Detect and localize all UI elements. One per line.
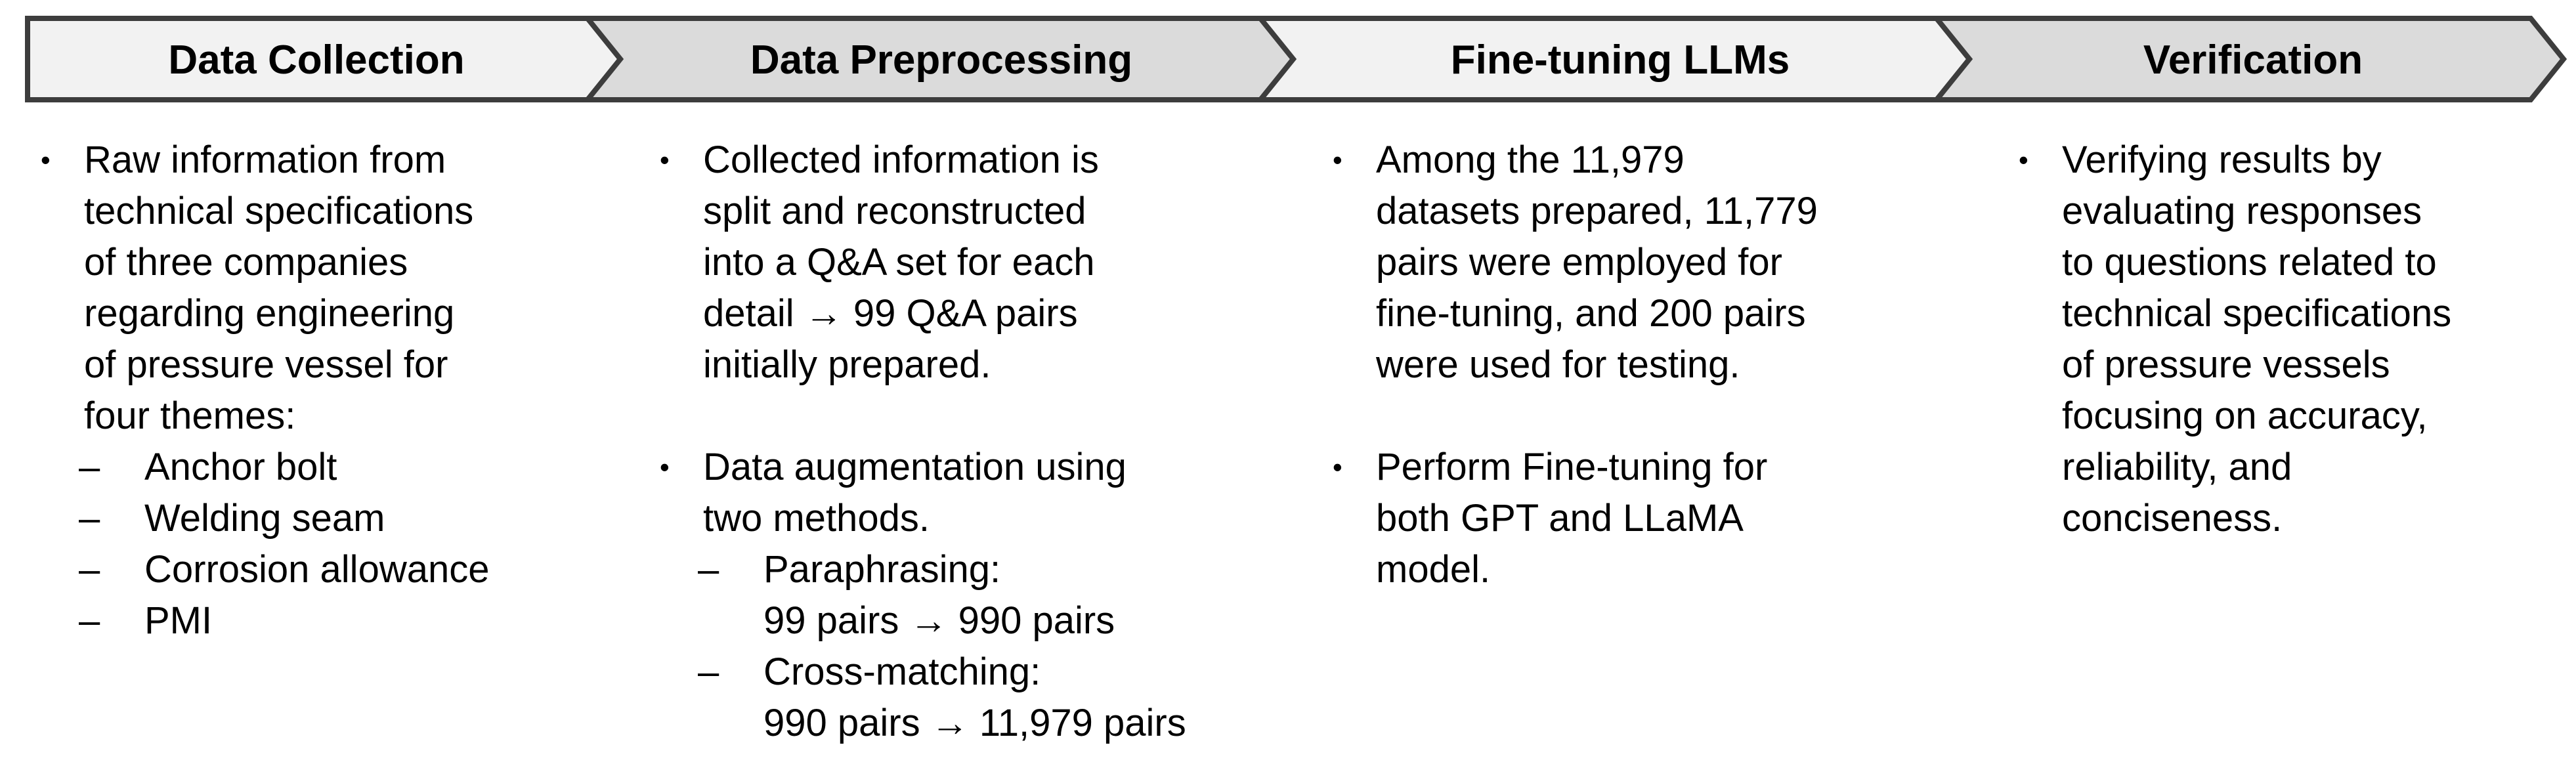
item-text: Cross-matching: 990 pairs → 11,979 pairs bbox=[763, 647, 1293, 749]
item-text: Anchor bolt bbox=[144, 442, 635, 493]
item-line: Welding seam bbox=[144, 497, 385, 540]
item-line: Data augmentation using bbox=[703, 446, 1127, 488]
item-line: two methods. bbox=[703, 497, 930, 540]
list-item: – Welding seam bbox=[41, 493, 635, 544]
item-line: into a Q&A set for each bbox=[703, 241, 1095, 284]
item-line: detail → 99 Q&A pairs bbox=[703, 292, 1078, 335]
list-item: – Cross-matching: 990 pairs → 11,979 pai… bbox=[660, 647, 1293, 749]
item-text: Welding seam bbox=[144, 493, 635, 544]
item-text: Verifying results by evaluating response… bbox=[2062, 135, 2576, 544]
item-line: four themes: bbox=[84, 394, 296, 437]
item-line: datasets prepared, 11,779 bbox=[1376, 190, 1818, 232]
stage-column-fine-tuning-llms: • Among the 11,979 datasets prepared, 11… bbox=[1333, 135, 1956, 595]
stage-title-fine-tuning-llms: Fine-tuning LLMs bbox=[1451, 37, 1790, 83]
bullet-marker: • bbox=[41, 144, 51, 175]
bullet-marker: • bbox=[1333, 144, 1342, 175]
item-line: to questions related to bbox=[2062, 241, 2437, 284]
stage-column-data-collection: • Raw information from technical specifi… bbox=[41, 135, 635, 647]
dash-marker: – bbox=[79, 446, 100, 488]
item-line: Cross-matching: bbox=[763, 650, 1041, 693]
stage-column-verification: • Verifying results by evaluating respon… bbox=[2019, 135, 2576, 544]
item-line: Corrosion allowance bbox=[144, 548, 490, 591]
item-line: regarding engineering bbox=[84, 292, 455, 335]
item-text: Perform Fine-tuning for both GPT and LLa… bbox=[1376, 442, 1956, 595]
item-line: 990 pairs → 11,979 pairs bbox=[763, 702, 1186, 744]
item-line: of pressure vessels bbox=[2062, 343, 2390, 386]
list-item: – PMI bbox=[41, 595, 635, 647]
item-text: PMI bbox=[144, 595, 635, 647]
item-line: PMI bbox=[144, 599, 213, 642]
list-item: • Verifying results by evaluating respon… bbox=[2019, 135, 2576, 544]
stage-title-verification: Verification bbox=[2143, 37, 2363, 83]
item-text: Among the 11,979 datasets prepared, 11,7… bbox=[1376, 135, 1956, 391]
chevron-stage-4 bbox=[1931, 16, 2567, 102]
item-line: of pressure vessel for bbox=[84, 343, 448, 386]
list-item: • Data augmentation using two methods. bbox=[660, 442, 1293, 544]
list-item: • Among the 11,979 datasets prepared, 11… bbox=[1333, 135, 1956, 391]
item-text: Corrosion allowance bbox=[144, 544, 635, 595]
item-line: technical specifications bbox=[84, 190, 474, 232]
bullet-marker: • bbox=[660, 144, 670, 175]
item-line: conciseness. bbox=[2062, 497, 2283, 540]
item-line: were used for testing. bbox=[1376, 343, 1740, 386]
list-item: • Perform Fine-tuning for both GPT and L… bbox=[1333, 442, 1956, 595]
dash-marker: – bbox=[698, 650, 719, 693]
stage-title-data-preprocessing: Data Preprocessing bbox=[750, 37, 1132, 83]
list-item: • Raw information from technical specifi… bbox=[41, 135, 635, 442]
item-line: Collected information is bbox=[703, 138, 1099, 181]
item-line: of three companies bbox=[84, 241, 408, 284]
stage-column-data-preprocessing: • Collected information is split and rec… bbox=[660, 135, 1293, 749]
stage-title-data-collection: Data Collection bbox=[168, 37, 464, 83]
list-item: – Anchor bolt bbox=[41, 442, 635, 493]
item-line: Raw information from bbox=[84, 138, 446, 181]
item-line: pairs were employed for bbox=[1376, 241, 1782, 284]
item-line: fine-tuning, and 200 pairs bbox=[1376, 292, 1806, 335]
dash-marker: – bbox=[698, 548, 719, 591]
bullet-marker: • bbox=[660, 452, 670, 482]
item-line: 99 pairs → 990 pairs bbox=[763, 599, 1115, 642]
item-line: Anchor bolt bbox=[144, 446, 337, 488]
dash-marker: – bbox=[79, 497, 100, 540]
item-line: both GPT and LLaMA bbox=[1376, 497, 1744, 540]
item-line: Among the 11,979 bbox=[1376, 138, 1685, 181]
dash-marker: – bbox=[79, 599, 100, 642]
item-line: split and reconstructed bbox=[703, 190, 1086, 232]
item-line: model. bbox=[1376, 548, 1491, 591]
item-line: evaluating responses bbox=[2062, 190, 2422, 232]
list-item: – Corrosion allowance bbox=[41, 544, 635, 595]
item-line: initially prepared. bbox=[703, 343, 991, 386]
item-line: Paraphrasing: bbox=[763, 548, 1001, 591]
item-text: Paraphrasing: 99 pairs → 990 pairs bbox=[763, 544, 1293, 647]
item-line: technical specifications bbox=[2062, 292, 2452, 335]
item-text: Data augmentation using two methods. bbox=[703, 442, 1293, 544]
bullet-marker: • bbox=[2019, 144, 2029, 175]
item-text: Raw information from technical specifica… bbox=[84, 135, 635, 442]
process-banner: Data Collection Data Preprocessing Fine-… bbox=[25, 16, 2567, 102]
item-text: Collected information is split and recon… bbox=[703, 135, 1293, 391]
item-line: focusing on accuracy, bbox=[2062, 394, 2428, 437]
list-item: • Collected information is split and rec… bbox=[660, 135, 1293, 391]
item-line: reliability, and bbox=[2062, 446, 2292, 488]
item-line: Verifying results by bbox=[2062, 138, 2382, 181]
list-item: – Paraphrasing: 99 pairs → 990 pairs bbox=[660, 544, 1293, 647]
dash-marker: – bbox=[79, 548, 100, 591]
item-line: Perform Fine-tuning for bbox=[1376, 446, 1768, 488]
bullet-marker: • bbox=[1333, 452, 1342, 482]
